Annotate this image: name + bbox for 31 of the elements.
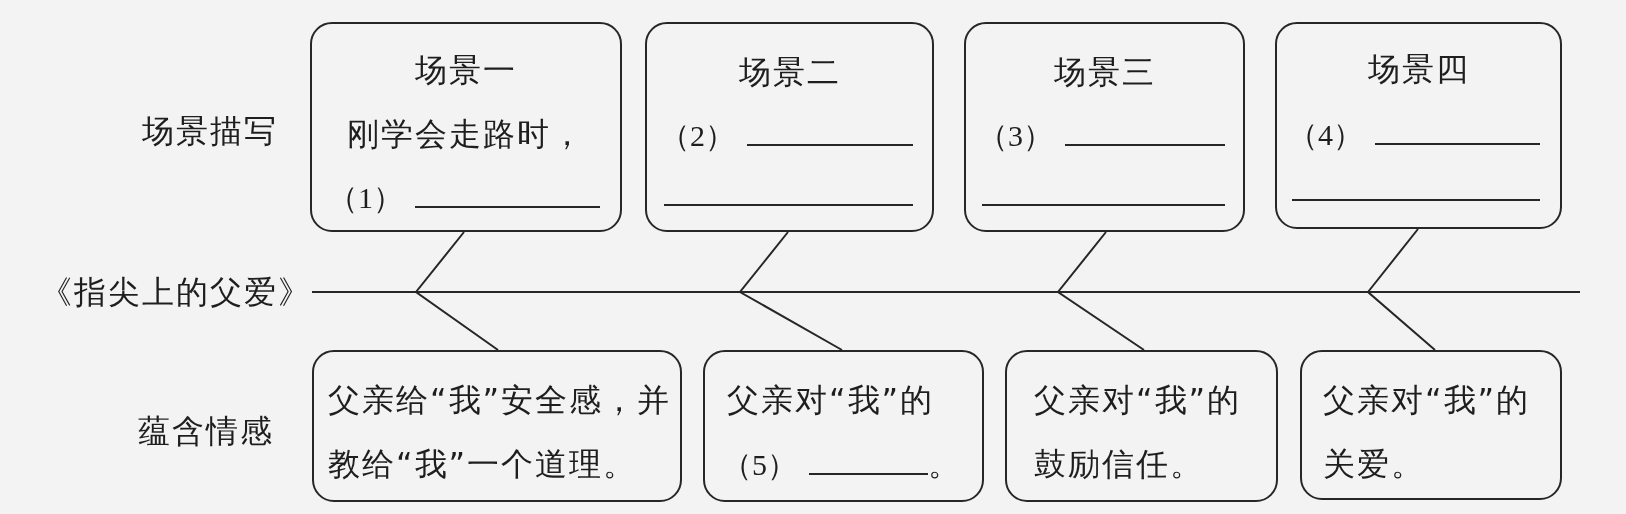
spine-line [311, 291, 1581, 293]
bone-line [738, 231, 843, 351]
bone-line [1366, 228, 1436, 351]
scene-box [964, 22, 1245, 232]
emotion-box [1005, 350, 1278, 502]
box-heading: 场景一 [415, 50, 517, 90]
box-text: 刚学会走路时， [347, 114, 585, 154]
question-number: （4） [1288, 117, 1363, 153]
question-number: （3） [978, 118, 1053, 154]
box-text: 父亲给“我”安全感，并教给“我”一个道理。 [328, 380, 673, 485]
question-number: （2） [660, 118, 735, 154]
emotion-box [1300, 350, 1562, 500]
emotion-box [703, 350, 984, 502]
box-text: 父亲对“我”的 [727, 380, 935, 420]
book-title: 《指尖上的父爱》 [40, 272, 312, 312]
emotion-box [312, 350, 682, 502]
bone-line [414, 231, 499, 351]
row-label: 场景描写 [142, 111, 278, 151]
box-text: 父亲对“我”的关爱。 [1323, 380, 1532, 485]
box-heading: 场景三 [1053, 52, 1156, 92]
box-text: 。 [928, 444, 962, 484]
box-heading: 场景二 [738, 52, 841, 92]
box-heading: 场景四 [1367, 49, 1470, 89]
scene-box [310, 22, 622, 232]
question-number: （5） [722, 447, 797, 483]
scene-box [645, 22, 934, 232]
scene-box [1275, 22, 1562, 229]
box-text: 父亲对“我”的鼓励信任。 [1034, 380, 1243, 485]
question-number: （1） [328, 180, 403, 216]
row-label: 蕴含情感 [138, 411, 274, 451]
bone-line [1056, 231, 1145, 351]
